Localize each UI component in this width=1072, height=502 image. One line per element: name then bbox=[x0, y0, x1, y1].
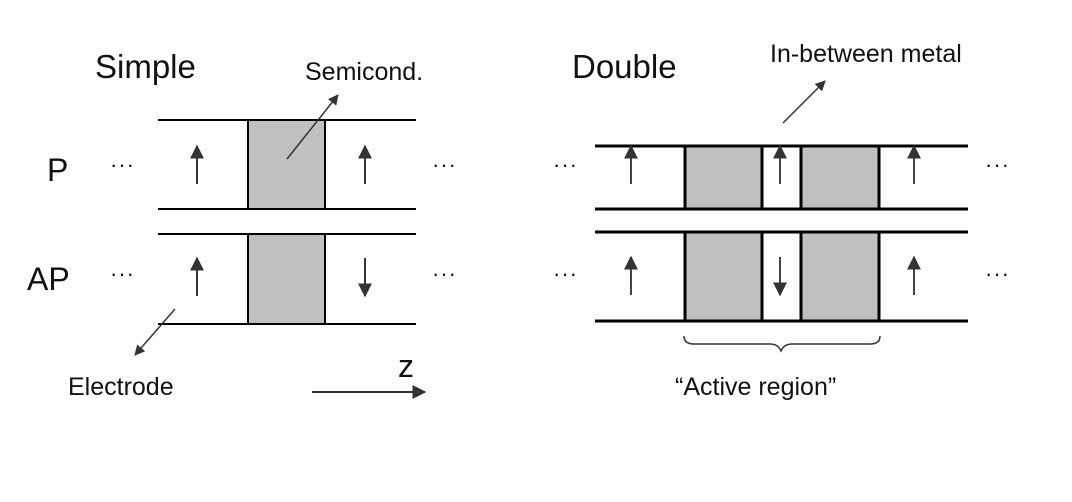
ellipsis-right-double-ap: ··· bbox=[985, 261, 1010, 286]
active-region-brace bbox=[683, 335, 881, 353]
ellipsis-right-simple-ap: ··· bbox=[432, 261, 457, 286]
semiconductor-barrier-right bbox=[799, 230, 881, 323]
electrode-pointer bbox=[134, 308, 176, 356]
ellipsis-right-simple-p: ··· bbox=[432, 152, 457, 177]
z-axis-label: z bbox=[398, 348, 414, 384]
double-title: Double bbox=[572, 48, 677, 85]
double-ap-junction bbox=[595, 230, 968, 323]
simple-ap-junction bbox=[158, 233, 416, 325]
simple-title: Simple bbox=[95, 48, 196, 85]
ellipsis-right-double-p: ··· bbox=[985, 152, 1010, 177]
electrode-label: Electrode bbox=[68, 373, 174, 401]
ellipsis-left-double-p: ··· bbox=[553, 152, 578, 177]
row-label-ap: AP bbox=[27, 261, 70, 297]
semiconductor-barrier bbox=[247, 233, 326, 325]
row-label-p: P bbox=[47, 152, 68, 188]
simple-p-junction bbox=[158, 119, 416, 210]
semiconductor-pointer bbox=[286, 94, 339, 160]
ellipsis-left-simple-p: ··· bbox=[110, 152, 135, 177]
ellipsis-left-simple-ap: ··· bbox=[110, 261, 135, 286]
double-p-junction bbox=[595, 144, 968, 211]
active-region-label: “Active region” bbox=[675, 373, 836, 401]
semiconductor-barrier bbox=[247, 119, 326, 210]
semiconductor-label: Semicond. bbox=[305, 58, 423, 86]
semiconductor-barrier-right bbox=[799, 144, 881, 211]
ellipsis-left-double-ap: ··· bbox=[553, 261, 578, 286]
in-between-metal-pointer bbox=[782, 80, 826, 124]
semiconductor-barrier-left bbox=[683, 230, 764, 323]
semiconductor-barrier-left bbox=[683, 144, 764, 211]
in-between-metal-label: In-between metal bbox=[770, 40, 962, 68]
